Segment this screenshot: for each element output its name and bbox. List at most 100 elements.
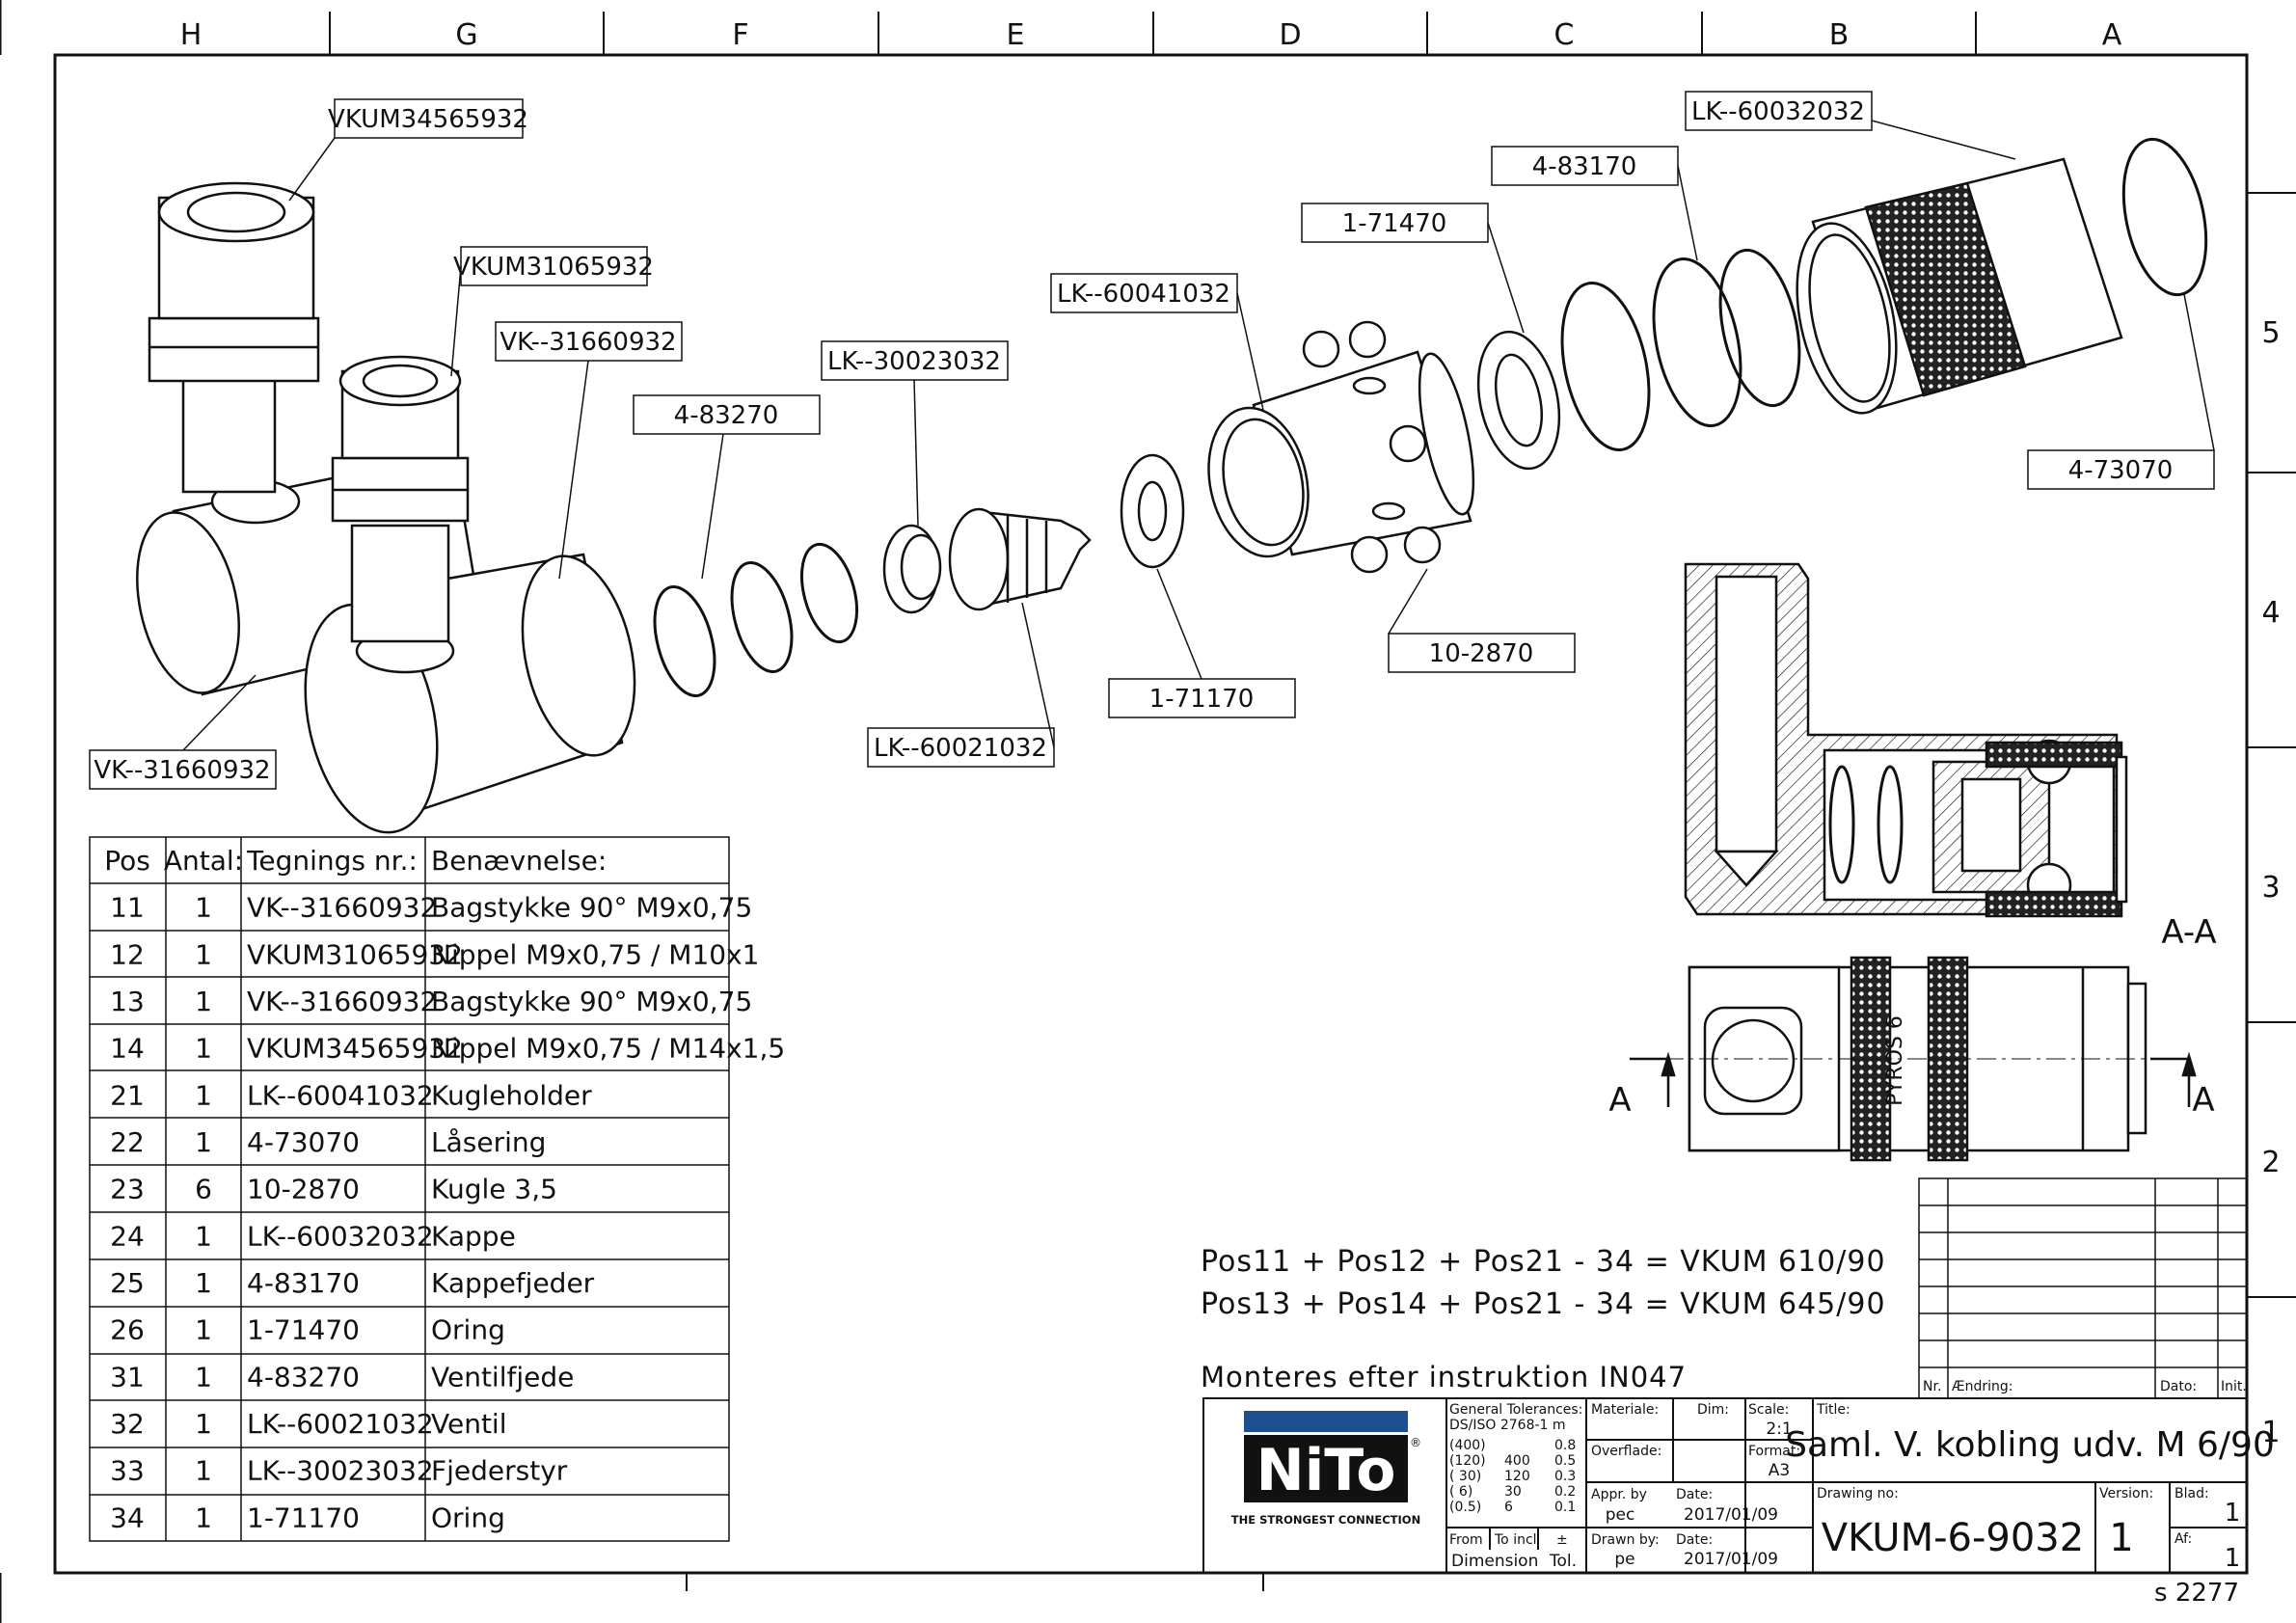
bom-cell: 13: [110, 986, 145, 1017]
callout-vkum310-text: VKUM31065932: [453, 253, 654, 282]
side-view: [1630, 956, 2189, 1162]
bom-cell: 21: [110, 1079, 145, 1111]
appr-date: 2017/01/09: [1684, 1505, 1778, 1525]
title-label: Title:: [1816, 1402, 1850, 1418]
bom-cell: 10-2870: [247, 1174, 360, 1205]
callout-1-71470: 1-71470: [1301, 203, 1525, 334]
oring-small: [1120, 453, 1185, 569]
bom-cell: Nippel M9x0,75 / M10x1: [431, 938, 759, 970]
bom-cell: 1-71170: [247, 1501, 360, 1533]
tol-cell: 0.1: [1554, 1500, 1576, 1515]
tol-cell: 6: [1504, 1500, 1513, 1515]
callout-lk600-21-text: LK--60021032: [874, 734, 1047, 763]
bom-cell: Ventilfjede: [431, 1361, 574, 1393]
valve-spring: [653, 542, 858, 697]
version-label: Version:: [2099, 1486, 2153, 1501]
bom-cell: 12: [110, 938, 145, 970]
bom-cell: 1: [195, 1267, 212, 1299]
bom-header-cell: Pos: [104, 845, 150, 877]
sheet-code: s 2277: [2154, 1579, 2239, 1608]
callout-10-2870-text: 10-2870: [1429, 639, 1534, 668]
balls: [1302, 320, 1442, 574]
drawn-date-label: Date:: [1676, 1532, 1713, 1548]
revision-block: Nr. Ændring: Dato: Init.: [1918, 1177, 2248, 1399]
bom-cell: 23: [110, 1174, 145, 1205]
bom-cell: 1: [195, 1361, 212, 1393]
bom-cell: LK--60021032: [247, 1408, 434, 1440]
bom-cell: 22: [110, 1126, 145, 1158]
zone-a: A: [2102, 18, 2122, 52]
tol-cell: 30: [1504, 1484, 1522, 1500]
spring-guide: [882, 524, 942, 614]
callout-1-71470-text: 1-71470: [1342, 209, 1447, 238]
tol-cell: 0.2: [1554, 1484, 1576, 1500]
pm-label: ±: [1556, 1532, 1568, 1548]
tol-cell: ( 6): [1449, 1484, 1472, 1500]
bom-cell: 24: [110, 1220, 145, 1252]
tol-cell: (120): [1449, 1453, 1486, 1469]
bom-cell: 1: [195, 1408, 212, 1440]
bom-grid: [89, 836, 730, 1542]
bom-cell: Ventil: [431, 1408, 507, 1440]
tol-cell: 120: [1504, 1469, 1530, 1484]
callout-vk316-top-text: VK--31660932: [500, 328, 676, 357]
bom-header-cell: Benævnelse:: [431, 845, 607, 877]
bom-cell: Kugle 3,5: [431, 1174, 557, 1205]
bom-cell: 4-83170: [247, 1267, 360, 1299]
bom-cell: 31: [110, 1361, 145, 1393]
bom-cell: 1: [195, 938, 212, 970]
callout-4-83270: 4-83270: [633, 394, 821, 580]
callout-4-73070-text: 4-73070: [2068, 456, 2174, 485]
zone-4: 4: [2261, 596, 2280, 630]
logo-reg: ®: [1410, 1436, 1421, 1449]
tol-cell: 0.5: [1554, 1453, 1576, 1469]
appr-date-label: Date:: [1676, 1487, 1713, 1502]
bom-cell: LK--30023032: [247, 1455, 434, 1487]
bom-cell: VKUM31065932: [247, 938, 463, 970]
note-line-2: Pos13 + Pos14 + Pos21 - 34 = VKUM 645/90: [1201, 1287, 1886, 1321]
logo-text: NiTo: [1256, 1437, 1396, 1504]
zone-g: G: [455, 18, 477, 52]
section-label: A-A: [2161, 913, 2216, 952]
cut-label-right: A: [2192, 1081, 2214, 1120]
materiale-label: Materiale:: [1591, 1402, 1659, 1418]
bom-cell: 1: [195, 1501, 212, 1533]
bom-cell: 1: [195, 1079, 212, 1111]
callout-vkum345-text: VKUM34565932: [328, 105, 528, 134]
bom-cell: 1: [195, 1220, 212, 1252]
cut-label-left: A: [1608, 1081, 1631, 1120]
rev-nr: Nr.: [1923, 1379, 1941, 1394]
bom-cell: LK--60032032: [247, 1220, 434, 1252]
bom-cell: 34: [110, 1501, 145, 1533]
bom-header-cell: Antal:: [164, 845, 243, 877]
callout-lk600-21: LK--60021032: [867, 602, 1055, 768]
callout-lk600-41: LK--60041032: [1050, 273, 1264, 411]
scale-label: Scale:: [1748, 1402, 1789, 1418]
tol-cell: 400: [1504, 1453, 1530, 1469]
format-value: A3: [1769, 1461, 1790, 1480]
bom-cell: Kappefjeder: [431, 1267, 595, 1299]
zone-d: D: [1279, 18, 1301, 52]
callout-vk316-bottom: VK--31660932: [89, 674, 277, 790]
bom-cell: 1: [195, 1455, 212, 1487]
dim-label: Dim:: [1697, 1402, 1729, 1418]
callout-vkum345: VKUM34565932: [288, 98, 528, 202]
overflade-label: Overflade:: [1591, 1444, 1661, 1459]
callout-lk300-text: LK--30023032: [827, 347, 1001, 376]
bom-cell: 1: [195, 1033, 212, 1065]
zone-letters: H G F E D C B A 5 4 3 2 1: [180, 18, 2281, 1449]
drawn-value: pe: [1614, 1550, 1634, 1569]
drawing-no-label: Drawing no:: [1817, 1486, 1899, 1501]
callouts: VKUM34565932 VKUM31065932 VK--31660932 V…: [89, 91, 2215, 790]
bom-cell: 11: [110, 892, 145, 924]
tol-cell: (400): [1449, 1438, 1486, 1453]
callout-vk316-bottom-text: VK--31660932: [94, 756, 270, 785]
gen-tol-std: DS/ISO 2768-1 m: [1449, 1418, 1566, 1433]
cap-spring: [1560, 248, 1801, 452]
tol-label: Tol.: [1549, 1552, 1577, 1571]
zone-b: B: [1829, 18, 1850, 52]
